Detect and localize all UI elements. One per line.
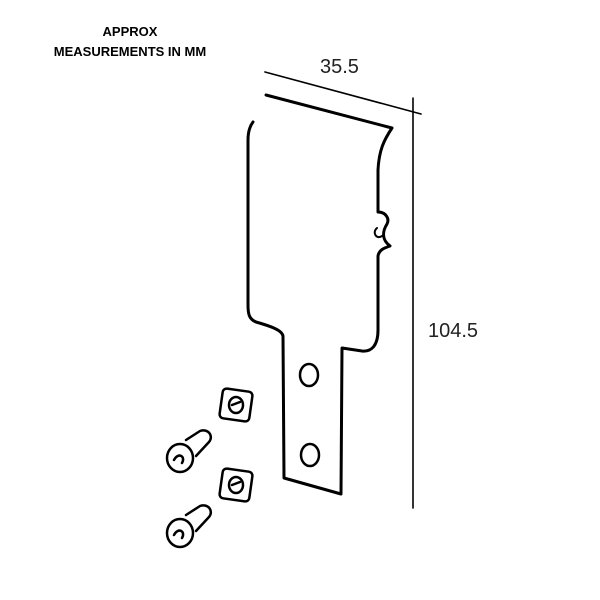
screw bbox=[165, 429, 213, 474]
square-nut bbox=[218, 387, 254, 423]
title-line-2: MEASUREMENTS IN MM bbox=[53, 44, 207, 59]
width-dimension-line bbox=[264, 71, 422, 115]
title-line-1: APPROX bbox=[102, 24, 158, 39]
mounting-hole bbox=[298, 362, 320, 388]
width-dimension-label: 35.5 bbox=[320, 56, 359, 78]
square-nut bbox=[218, 467, 254, 503]
mounting-hole bbox=[299, 442, 321, 468]
height-dimension-label: 104.5 bbox=[428, 320, 479, 342]
bracket-plate bbox=[246, 93, 394, 496]
notch-detail bbox=[373, 227, 383, 238]
screw bbox=[165, 504, 213, 549]
measurement-note: APPROX MEASUREMENTS IN MM bbox=[20, 22, 240, 62]
